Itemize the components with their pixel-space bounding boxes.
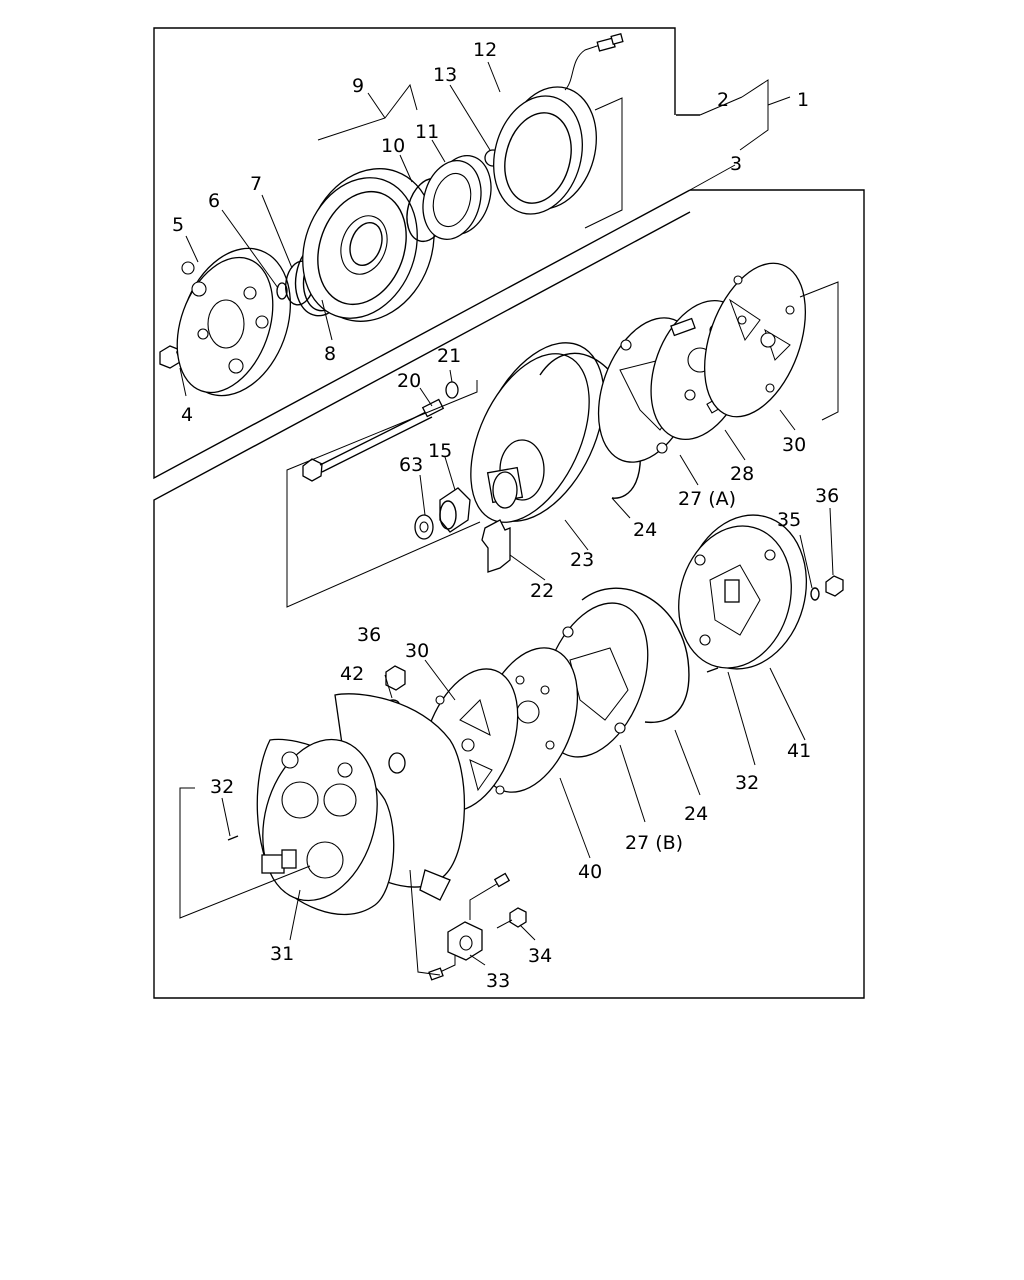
label-5: 5: [172, 214, 184, 236]
label-32-left: 32: [210, 776, 234, 798]
bracket-bolt-20: [286, 380, 481, 608]
leader-lines: [179, 61, 834, 966]
o-ring-35: [810, 587, 820, 601]
dowel-pin-32-right: [706, 667, 719, 673]
label-8: 8: [324, 343, 336, 365]
label-24-upper: 24: [633, 519, 657, 541]
shim-6: [276, 282, 288, 300]
rear-head-41: [678, 514, 808, 670]
field-coil-12: [493, 33, 624, 215]
through-bolt-20: [302, 398, 445, 482]
plug-36-lower: [385, 665, 406, 691]
label-11: 11: [415, 121, 439, 143]
label-32-right: 32: [735, 772, 759, 794]
label-23: 23: [570, 549, 594, 571]
label-27a: 27 (A): [678, 488, 736, 510]
label-35: 35: [777, 509, 801, 531]
bracket-switch-33: [409, 869, 441, 976]
bearing-11: [422, 155, 492, 240]
label-36-lower: 36: [357, 624, 381, 646]
bracket-22: [481, 519, 511, 573]
label-15: 15: [428, 440, 452, 462]
label-9: 9: [352, 75, 364, 97]
label-2: 2: [717, 89, 729, 111]
compressor-body-31: [256, 693, 466, 916]
label-12: 12: [473, 39, 497, 61]
label-63: 63: [399, 454, 423, 476]
label-6: 6: [208, 190, 220, 212]
bracket-9: [317, 83, 418, 141]
label-1: 1: [797, 89, 809, 111]
label-42: 42: [340, 663, 364, 685]
label-30-upper: 30: [782, 434, 806, 456]
label-21: 21: [437, 345, 461, 367]
clutch-group-frame: [153, 27, 691, 480]
compressor-group-frame: [153, 189, 865, 999]
washer-21: [445, 381, 459, 399]
label-30-lower: 30: [405, 640, 429, 662]
label-27b: 27 (B): [625, 832, 683, 854]
label-40: 40: [578, 861, 602, 883]
label-20: 20: [397, 370, 421, 392]
switch-33: [428, 872, 511, 981]
front-plate-5: [176, 247, 291, 397]
dowel-pin-32-left: [227, 835, 239, 841]
label-41: 41: [787, 740, 811, 762]
reed-valve-30-upper: [703, 262, 807, 418]
label-7: 7: [250, 173, 262, 195]
label-28: 28: [730, 463, 754, 485]
label-4: 4: [181, 404, 193, 426]
screw-34: [496, 907, 527, 929]
plug-36-right: [825, 575, 844, 597]
front-head-23: [470, 342, 605, 523]
label-24-lower: 24: [684, 803, 708, 825]
shaft-seal-15: [439, 487, 471, 533]
label-36-right: 36: [815, 485, 839, 507]
label-33: 33: [486, 970, 510, 992]
label-31: 31: [270, 943, 294, 965]
label-22: 22: [530, 580, 554, 602]
label-34: 34: [528, 945, 552, 967]
label-10: 10: [381, 135, 405, 157]
label-13: 13: [433, 64, 457, 86]
bracket-30-upper: [799, 281, 839, 421]
bracket-coil: [584, 97, 623, 229]
o-ring-24-lower: [581, 587, 690, 724]
bracket-pin-32-left: [179, 787, 311, 919]
label-3: 3: [730, 153, 742, 175]
assembly-bracket-1-2-3: [689, 79, 791, 191]
pulley-9: [302, 168, 435, 322]
washer-63: [414, 514, 434, 540]
